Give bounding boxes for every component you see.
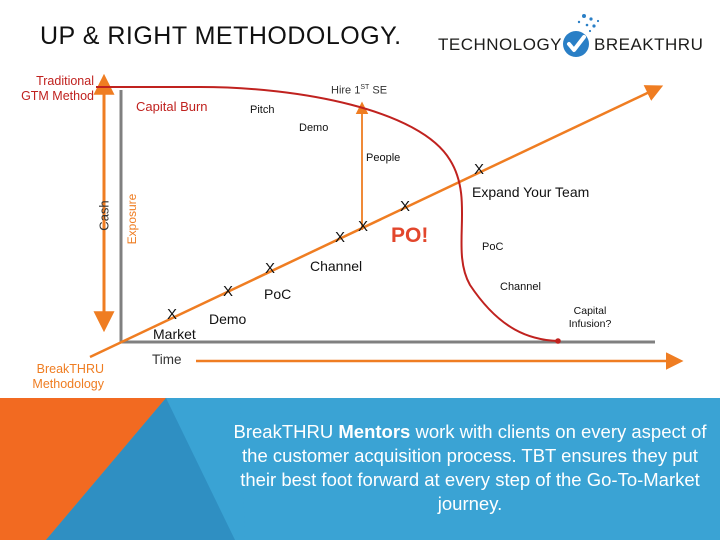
exposure-label: Exposure — [125, 193, 139, 245]
x-marker-expand: X — [474, 161, 485, 178]
methodology-diagram: Traditional GTM Method Capital Burn Pitc… — [0, 60, 720, 400]
footer-text-post: work with clients on every aspect of the… — [240, 421, 707, 514]
footer-text-pre: BreakTHRU — [233, 421, 339, 442]
footer-description: BreakTHRU Mentors work with clients on e… — [225, 420, 715, 516]
channel-label-large: Channel — [310, 258, 363, 274]
x-marker-demo: X — [223, 283, 234, 300]
traditional-gtm-label: Traditional GTM Method — [21, 74, 94, 103]
footer-band — [0, 398, 720, 540]
expand-team-label: Expand Your Team — [472, 184, 590, 200]
demo-label-large: Demo — [209, 311, 247, 327]
x-marker-poc: X — [265, 260, 276, 277]
breakthru-methodology-label: BreakTHRU Methodology — [32, 362, 104, 391]
cash-label: Cash — [96, 200, 112, 231]
diagram-lines — [89, 73, 684, 370]
capital-infusion-dot — [555, 338, 561, 344]
checkmark-icon — [563, 14, 600, 57]
x-marker-po: X — [400, 198, 411, 215]
x-marker-hire: X — [358, 218, 369, 235]
pitch-label: Pitch — [250, 104, 275, 116]
capital-burn-label: Capital Burn — [136, 99, 208, 114]
x-marker-channel: X — [335, 229, 346, 246]
capital-infusion-label: Capital Infusion? — [568, 305, 612, 330]
capital-burn-curve — [199, 86, 559, 342]
channel-label-small: Channel — [500, 281, 541, 293]
hire-tail-text: SE — [369, 84, 388, 97]
poc-label-small: PoC — [482, 241, 504, 253]
po-label: PO! — [391, 224, 429, 247]
slide-title: UP & RIGHT METHODOLOGY. — [40, 22, 402, 50]
hire-first-se-label: Hire 1ST SE — [331, 84, 387, 97]
x-marker-market: X — [167, 306, 178, 323]
footer-text-bold: Mentors — [338, 421, 411, 442]
demo-label-top: Demo — [299, 122, 329, 134]
breakthru-line — [89, 85, 664, 359]
logo-text-breakthru: BREAKTHRU — [594, 35, 704, 54]
time-label: Time — [152, 352, 182, 367]
logo-text-technology: TECHNOLOGY — [438, 35, 563, 54]
market-label: Market — [153, 326, 196, 342]
hire-text: Hire 1 — [331, 84, 361, 97]
technology-breakthru-logo: TECHNOLOGY BREAKTHRU — [438, 10, 708, 66]
people-label: People — [366, 152, 401, 164]
poc-label-large: PoC — [264, 286, 292, 302]
hire-superscript: ST — [360, 84, 370, 91]
